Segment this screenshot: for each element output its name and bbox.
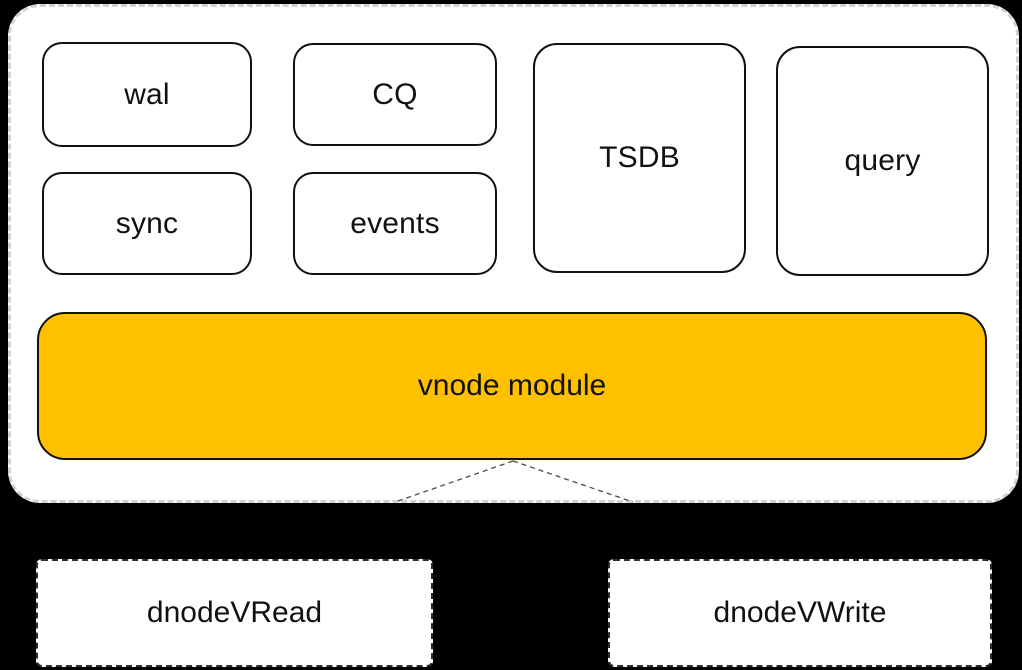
- dnode-vwrite-box: dnodeVWrite: [608, 559, 992, 667]
- module-label-query: query: [844, 144, 921, 177]
- module-label-events: events: [350, 206, 440, 240]
- vnode-module-box: vnode module: [37, 312, 987, 460]
- module-box-wal: wal: [42, 42, 252, 147]
- dnode-vread-box: dnodeVRead: [36, 559, 433, 667]
- module-label-sync: sync: [115, 206, 179, 240]
- module-box-tsdb: TSDB: [533, 43, 746, 273]
- dnode-vwrite-label: dnodeVWrite: [713, 596, 887, 629]
- module-label-tsdb: TSDB: [599, 141, 680, 174]
- module-box-events: events: [293, 172, 497, 275]
- module-box-sync: sync: [42, 172, 252, 275]
- module-box-query: query: [776, 46, 989, 276]
- module-label-cq: CQ: [372, 77, 418, 111]
- vnode-module-label: vnode module: [417, 369, 607, 402]
- module-box-cq: CQ: [293, 43, 497, 146]
- dnode-vread-label: dnodeVRead: [146, 596, 323, 629]
- module-label-wal: wal: [124, 77, 170, 111]
